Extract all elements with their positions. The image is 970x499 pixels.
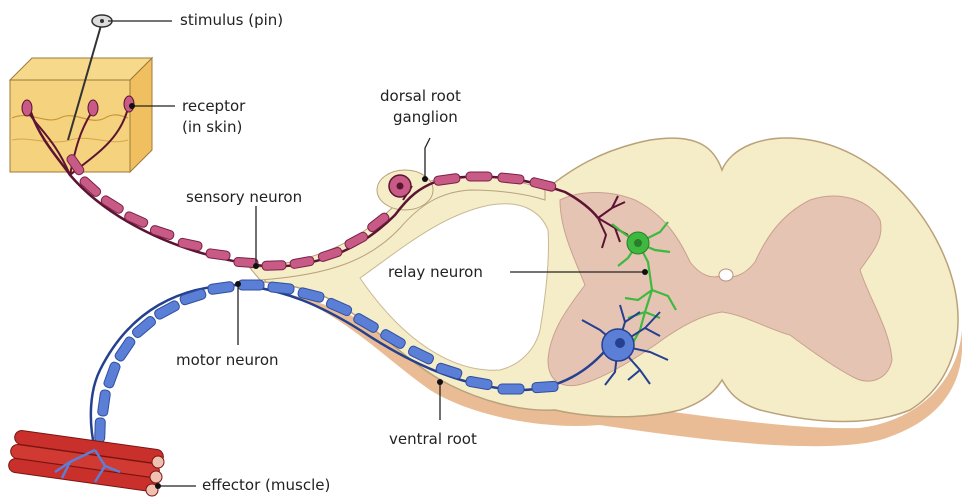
pin-head-dot — [100, 19, 104, 23]
muscle-effector — [8, 430, 164, 496]
label-receptor-line2: (in skin) — [182, 118, 242, 137]
label-dorsal-root-line1: dorsal root — [380, 87, 461, 106]
label-effector: effector (muscle) — [202, 476, 330, 495]
central-canal — [719, 269, 733, 281]
label-relay-neuron: relay neuron — [388, 263, 483, 282]
receptor-ending-2 — [88, 100, 98, 116]
spinal-cord — [250, 138, 962, 446]
leader-dorsal — [425, 138, 430, 178]
relay-nucleus — [634, 239, 642, 247]
label-dorsal-root-line2: ganglion — [393, 108, 458, 127]
sensory-nucleus — [397, 183, 404, 190]
label-ventral-root: ventral root — [389, 430, 477, 449]
skin-top — [10, 58, 152, 80]
muscle-fibres — [8, 430, 164, 493]
label-motor-neuron: motor neuron — [176, 351, 279, 370]
label-stimulus: stimulus (pin) — [180, 11, 283, 30]
label-receptor-line1: receptor — [182, 97, 245, 116]
label-sensory-neuron: sensory neuron — [186, 188, 302, 207]
receptor-ending-1 — [22, 100, 32, 116]
motor-nucleus — [615, 338, 625, 348]
